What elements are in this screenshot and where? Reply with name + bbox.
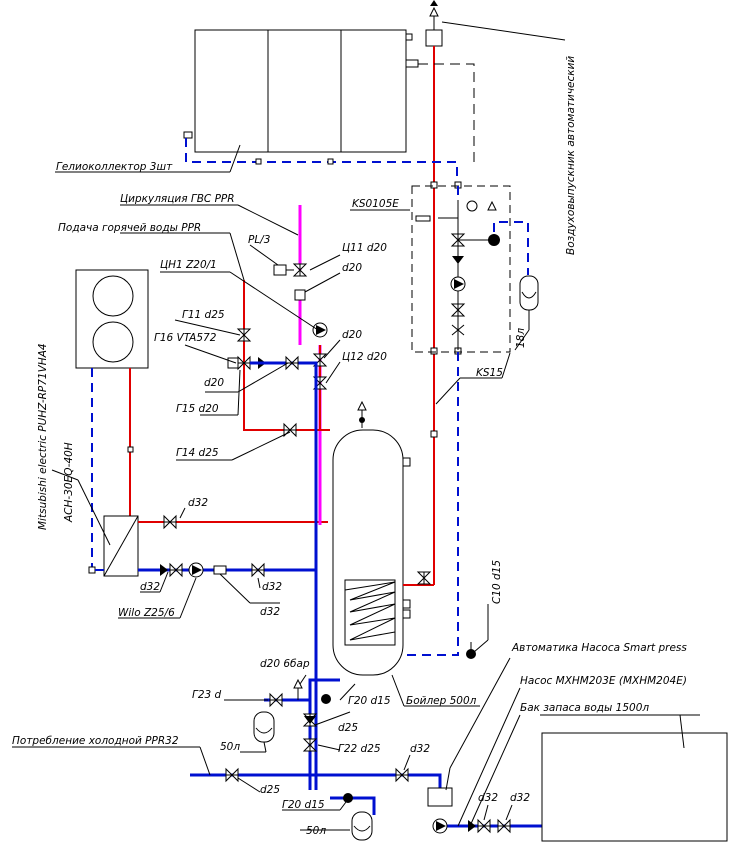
label-boiler: Бойлер 500л	[406, 695, 477, 707]
label-d32-c: d32	[262, 581, 282, 593]
label-c10: С10 d15	[491, 560, 503, 604]
water-tank-1500l	[541, 732, 728, 842]
label-d20-c: d20	[204, 377, 224, 389]
label-g20-a: Г20 d15	[348, 695, 391, 707]
label-dhw-circulation: Циркуляция ГВС PPR	[120, 193, 235, 205]
label-tank: Бак запаса воды 1500л	[520, 702, 649, 714]
label-c12: Ц12 d20	[342, 351, 387, 363]
label-cold-use: Потребление холодной PPR32	[12, 735, 179, 747]
boiler-air-vent	[357, 400, 367, 428]
label-d25-a: d25	[338, 722, 358, 734]
label-l50-b: 50л	[306, 825, 326, 837]
label-d32-a: d32	[188, 497, 208, 509]
label-cn1: ЦН1 Z20/1	[160, 259, 217, 271]
label-pump-mxhm: Насос MXHM203E (MXHM204E)	[520, 675, 687, 687]
pump-group-ks0105e	[411, 185, 511, 353]
label-g11: Г11 d25	[182, 309, 225, 321]
label-g16: Г16 VTA572	[154, 332, 217, 344]
label-wilo: Wilo Z25/6	[118, 607, 175, 619]
label-l50-a: 50л	[220, 741, 240, 753]
label-d20-6bar: d20 6бар	[260, 658, 310, 670]
label-d25-b: d25	[260, 784, 280, 796]
label-pl3: PL/3	[248, 234, 270, 246]
label-d32-d: d32	[260, 606, 280, 618]
label-heat-pump: Mitsubishi electric PUHZ-RP71VHA4	[37, 343, 49, 530]
label-collector: Гелиоколлектор 3шт	[56, 161, 173, 173]
label-d32-b: d32	[140, 581, 160, 593]
label-ks15: KS15	[476, 367, 503, 379]
label-g22: Г22 d25	[338, 743, 381, 755]
label-g23: Г23 d	[192, 689, 222, 701]
label-air-vent: Воздуховыпускник автоматический	[565, 56, 577, 255]
expansion-tank-50l-bottom	[351, 811, 373, 841]
label-smart-press: Автоматика Насоса Smart press	[511, 642, 687, 654]
label-d32-g: d32	[510, 792, 530, 804]
solar-collector	[183, 29, 419, 153]
label-ks0105e: KS0105E	[352, 198, 399, 210]
plate-heat-exchanger	[103, 515, 139, 577]
label-g20-b: Г20 d15	[282, 799, 325, 811]
expansion-tank-18l	[514, 275, 539, 351]
label-d32-e: d32	[410, 743, 430, 755]
label-d32-f: d32	[478, 792, 498, 804]
smart-press-unit	[427, 787, 453, 807]
label-g14: Г14 d25	[176, 447, 219, 459]
label-exchanger: ACH-30EQ-40H	[63, 442, 75, 523]
label-hot-supply: Подача горячей воды PPR	[58, 222, 201, 234]
boiler-500l	[332, 429, 411, 676]
expansion-tank-50l-left	[253, 711, 275, 743]
label-c11: Ц11 d20	[342, 242, 387, 254]
label-d20-a: d20	[342, 262, 362, 274]
label-g15: Г15 d20	[176, 403, 219, 415]
label-exp-18: 18л	[515, 328, 527, 348]
collector-air-vent	[425, 0, 566, 47]
collector-return-pipe	[185, 138, 458, 186]
label-d20-b: d20	[342, 329, 362, 341]
heat-pump-outdoor-unit	[75, 269, 149, 369]
